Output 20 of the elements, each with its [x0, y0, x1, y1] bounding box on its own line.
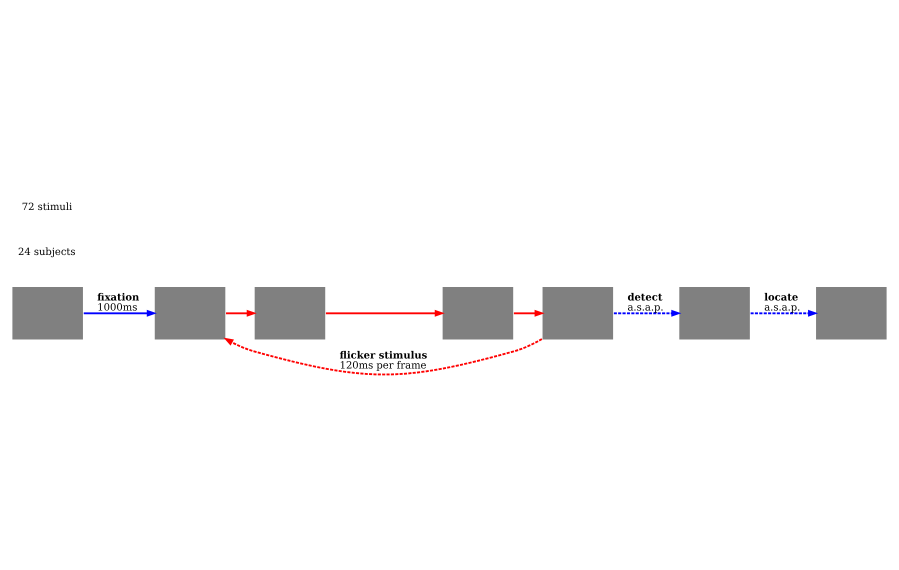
- arrow: [84, 309, 157, 316]
- edge-label: flicker stimulus 120ms per frame: [340, 350, 428, 372]
- node-box: [814, 285, 888, 340]
- label: 72 stimuli: [22, 202, 72, 213]
- arrow: [750, 309, 818, 316]
- node-box: [678, 285, 752, 340]
- node-box: [541, 285, 614, 340]
- arrow: [514, 309, 545, 316]
- edge-label: locate a.s.a.p.: [764, 292, 800, 314]
- edge-label: detect a.s.a.p.: [627, 292, 664, 314]
- arrow: [326, 309, 445, 316]
- label: 24 subjects: [18, 246, 76, 258]
- node-box: [154, 285, 227, 340]
- edge-label: fixation 1000ms: [97, 292, 140, 314]
- arrow: [226, 309, 257, 316]
- node-box: [253, 285, 326, 340]
- node-box: [11, 285, 84, 340]
- node-box: [441, 285, 514, 340]
- arrow: [224, 337, 542, 375]
- arrow: [614, 309, 682, 316]
